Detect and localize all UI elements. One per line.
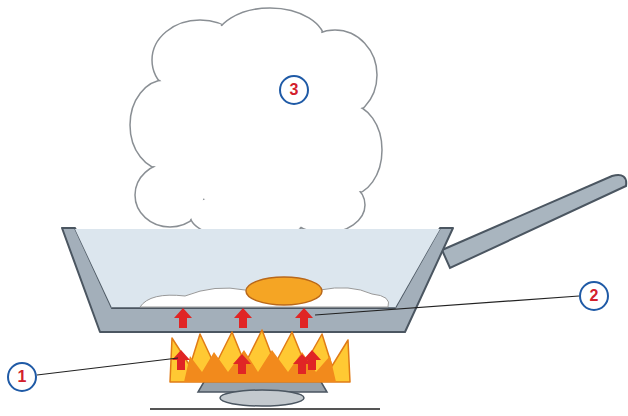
pan-body <box>62 228 453 332</box>
callout-text: 3 <box>290 82 299 98</box>
callout-number: 3 <box>279 75 309 105</box>
stovetop <box>150 408 380 410</box>
pan-handle <box>442 175 626 268</box>
callout-number: 1 <box>7 362 37 392</box>
callout-number: 2 <box>579 281 609 311</box>
callout-text: 1 <box>18 369 27 385</box>
flames <box>170 330 350 382</box>
steam-cloud <box>130 8 382 240</box>
leader-line <box>315 296 579 315</box>
egg-yolk <box>246 277 322 305</box>
heat-arrows <box>172 308 321 374</box>
callout-text: 2 <box>590 288 599 304</box>
burner-base <box>220 390 304 406</box>
flame-core <box>184 350 336 382</box>
leader-line <box>37 358 178 375</box>
pan-interior <box>75 229 440 308</box>
